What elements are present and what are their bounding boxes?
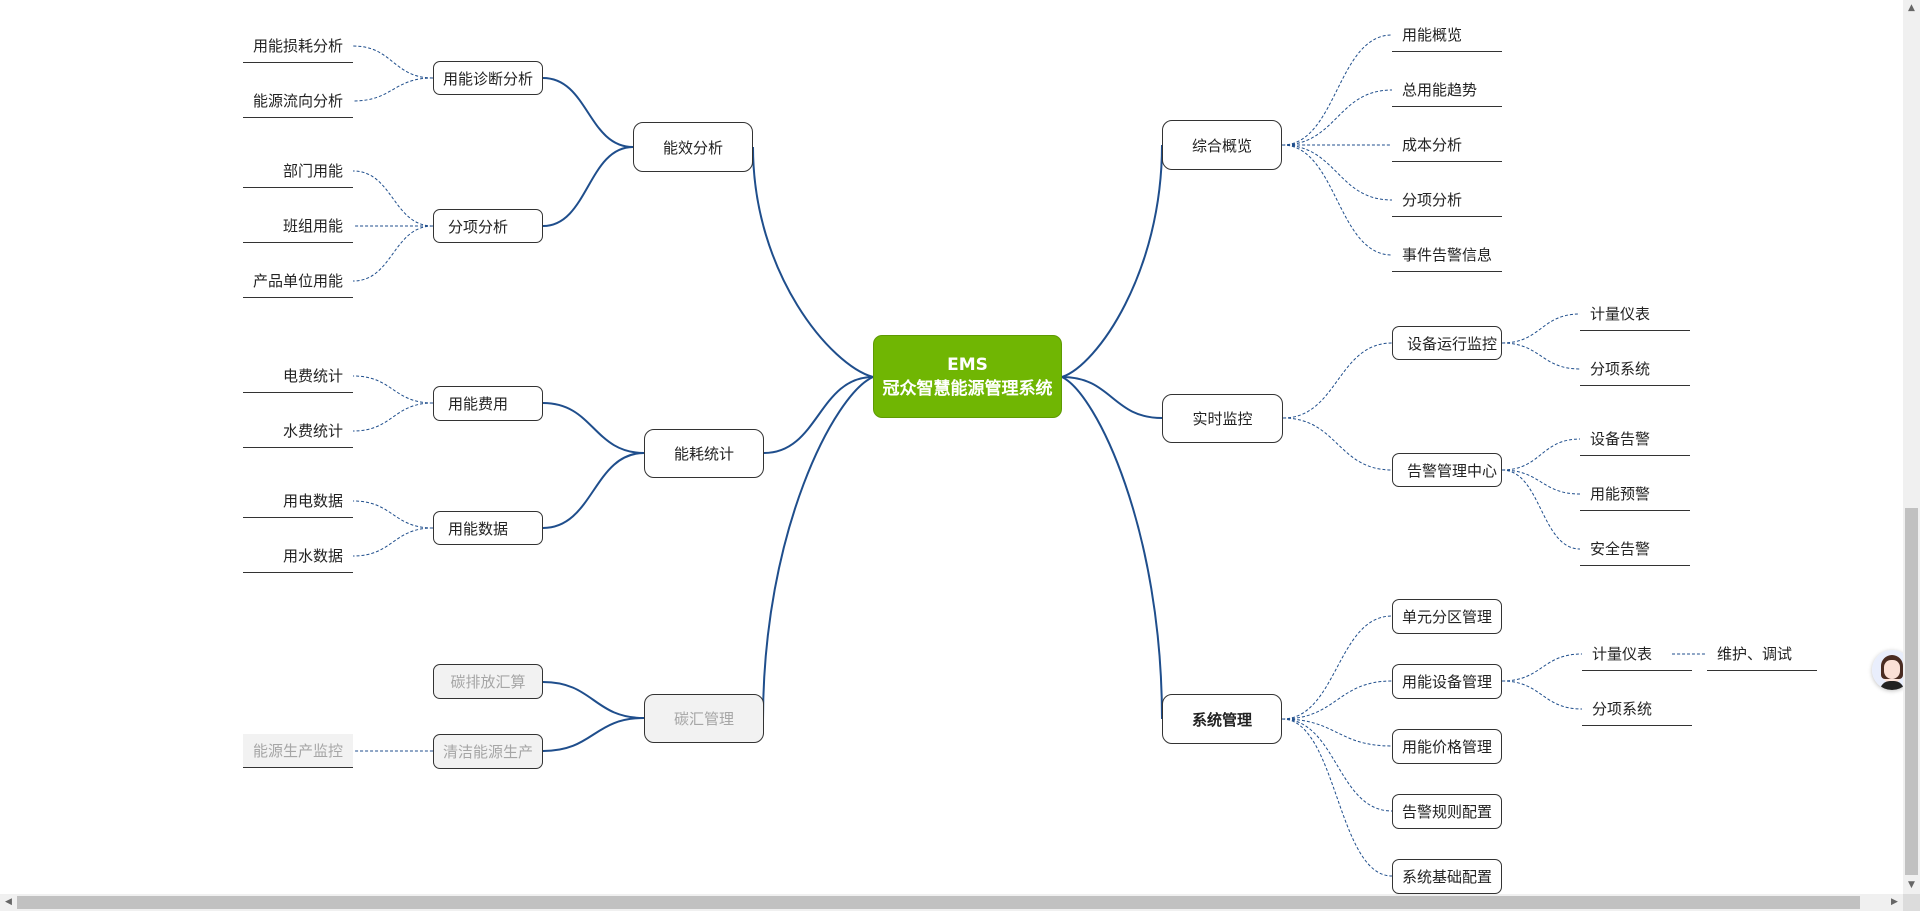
link-left-leaf-1-2 — [352, 225, 434, 282]
leaf-safety-alarm[interactable]: 安全告警 — [1580, 532, 1690, 566]
leaf-subsystem-2[interactable]: 分项系统 — [1582, 692, 1692, 726]
link-root-carbon — [762, 376, 874, 721]
leaf-water-fee[interactable]: 水费统计 — [243, 414, 353, 448]
link-cons-data — [542, 452, 645, 529]
leaf-maintenance[interactable]: 维护、调试 — [1707, 637, 1817, 671]
link-system-child-2 — [1281, 718, 1393, 747]
node-energy-cost[interactable]: 用能费用 — [433, 386, 543, 421]
leaf-subsystem[interactable]: 分项系统 — [1580, 352, 1690, 386]
link-realtime-alarm — [1282, 417, 1393, 471]
link-system-child-0 — [1281, 615, 1393, 720]
leaf-water-data[interactable]: 用水数据 — [243, 539, 353, 573]
leaf-loss-analysis[interactable]: 用能损耗分析 — [243, 29, 353, 63]
scroll-up-icon[interactable]: ▲ — [1908, 3, 1915, 13]
node-alarm-rules[interactable]: 告警规则配置 — [1392, 794, 1502, 829]
link-cons-cost — [542, 402, 645, 454]
node-clean-energy[interactable]: 清洁能源生产 — [433, 734, 543, 769]
link-left-leaf-0-0 — [352, 45, 434, 79]
root-title: EMS — [947, 354, 988, 375]
node-base-config[interactable]: 系统基础配置 — [1392, 859, 1502, 894]
node-energy-data[interactable]: 用能数据 — [433, 511, 543, 545]
leaf-total-trend[interactable]: 总用能趋势 — [1392, 73, 1502, 107]
link-realtime-device — [1282, 342, 1393, 419]
scroll-down-icon[interactable]: ▼ — [1908, 880, 1915, 890]
link-left-leaf-2-0 — [352, 375, 434, 404]
connector-layer — [352, 34, 1707, 877]
vertical-scrollbar[interactable]: ▲ ▼ — [1903, 0, 1920, 894]
leaf-energy-warning[interactable]: 用能预警 — [1580, 477, 1690, 511]
link-overview-leaf-1 — [1281, 89, 1393, 146]
leaf-device-alarm[interactable]: 设备告警 — [1580, 422, 1690, 456]
root-node[interactable]: EMS 冠众智慧能源管理系统 — [873, 335, 1062, 418]
node-price-management[interactable]: 用能价格管理 — [1392, 729, 1502, 764]
node-carbon-emission[interactable]: 碳排放汇算 — [433, 664, 543, 699]
link-left-leaf-1-0 — [352, 170, 434, 227]
link-left-leaf-2-1 — [352, 402, 434, 432]
link-device-leaf-1 — [1501, 342, 1581, 370]
link-system-child-4 — [1281, 718, 1393, 877]
avatar-body — [1880, 681, 1904, 690]
link-root-overview — [1061, 144, 1163, 378]
node-system-management[interactable]: 系统管理 — [1162, 694, 1282, 744]
leaf-event-alarm[interactable]: 事件告警信息 — [1392, 238, 1502, 272]
vertical-scroll-thumb[interactable] — [1905, 508, 1918, 875]
node-device-management[interactable]: 用能设备管理 — [1392, 664, 1502, 699]
avatar-face — [1884, 660, 1900, 679]
link-alarm-leaf-2 — [1501, 469, 1581, 550]
link-devmgmt-leaf-1 — [1501, 680, 1583, 710]
link-root-realtime — [1061, 376, 1163, 419]
node-consumption-stats[interactable]: 能耗统计 — [644, 429, 764, 478]
node-device-monitor[interactable]: 设备运行监控 — [1392, 326, 1502, 360]
leaf-product-unit[interactable]: 产品单位用能 — [243, 264, 353, 298]
link-alarm-leaf-0 — [1501, 438, 1581, 471]
leaf-electric-data[interactable]: 用电数据 — [243, 484, 353, 518]
root-subtitle: 冠众智慧能源管理系统 — [882, 378, 1053, 399]
link-root-consumption — [763, 376, 874, 454]
leaf-cost-analysis[interactable]: 成本分析 — [1392, 128, 1502, 162]
leaf-energy-production-monitor[interactable]: 能源生产监控 — [243, 734, 353, 768]
node-diagnosis[interactable]: 用能诊断分析 — [433, 61, 543, 95]
horizontal-scrollbar[interactable]: ◀ ▶ — [0, 894, 1903, 911]
leaf-meter-2[interactable]: 计量仪表 — [1582, 637, 1692, 671]
link-eff-itemized — [542, 146, 634, 227]
node-overview[interactable]: 综合概览 — [1162, 120, 1282, 170]
node-realtime-monitor[interactable]: 实时监控 — [1162, 394, 1283, 443]
link-left-leaf-0-1 — [352, 77, 434, 102]
link-eff-diagnosis — [542, 77, 634, 148]
link-left-leaf-3-0 — [352, 500, 434, 529]
horizontal-scroll-thumb[interactable] — [17, 896, 1860, 909]
link-carbon-emission — [542, 681, 645, 719]
node-itemized[interactable]: 分项分析 — [433, 209, 543, 243]
leaf-dept[interactable]: 部门用能 — [243, 154, 353, 188]
leaf-team[interactable]: 班组用能 — [243, 209, 353, 243]
leaf-itemized-analysis[interactable]: 分项分析 — [1392, 183, 1502, 217]
node-unit-zone[interactable]: 单元分区管理 — [1392, 599, 1502, 634]
link-carbon-clean — [542, 717, 645, 752]
node-energy-efficiency[interactable]: 能效分析 — [633, 122, 753, 172]
link-overview-leaf-3 — [1281, 144, 1393, 201]
link-root-system — [1061, 376, 1163, 720]
link-alarm-leaf-1 — [1501, 469, 1581, 495]
leaf-meter[interactable]: 计量仪表 — [1580, 297, 1690, 331]
scrollbar-corner — [1903, 894, 1920, 911]
link-device-leaf-0 — [1501, 313, 1581, 344]
leaf-flow-analysis[interactable]: 能源流向分析 — [243, 84, 353, 118]
link-root-efficiency — [752, 146, 874, 378]
node-carbon-management[interactable]: 碳汇管理 — [644, 694, 764, 743]
scroll-left-icon[interactable]: ◀ — [5, 897, 12, 907]
link-left-leaf-3-1 — [352, 527, 434, 557]
leaf-electric-fee[interactable]: 电费统计 — [243, 359, 353, 393]
link-overview-leaf-0 — [1281, 34, 1393, 146]
link-overview-leaf-4 — [1281, 144, 1393, 256]
mindmap-canvas: EMS 冠众智慧能源管理系统 能效分析 用能诊断分析 用能损耗分析 能源流向分析… — [243, 18, 1817, 894]
link-system-child-1 — [1281, 680, 1393, 720]
leaf-energy-overview[interactable]: 用能概览 — [1392, 18, 1502, 52]
node-alarm-center[interactable]: 告警管理中心 — [1392, 453, 1502, 487]
link-devmgmt-leaf-0 — [1501, 653, 1583, 682]
link-system-child-3 — [1281, 718, 1393, 812]
scroll-right-icon[interactable]: ▶ — [1891, 897, 1898, 907]
